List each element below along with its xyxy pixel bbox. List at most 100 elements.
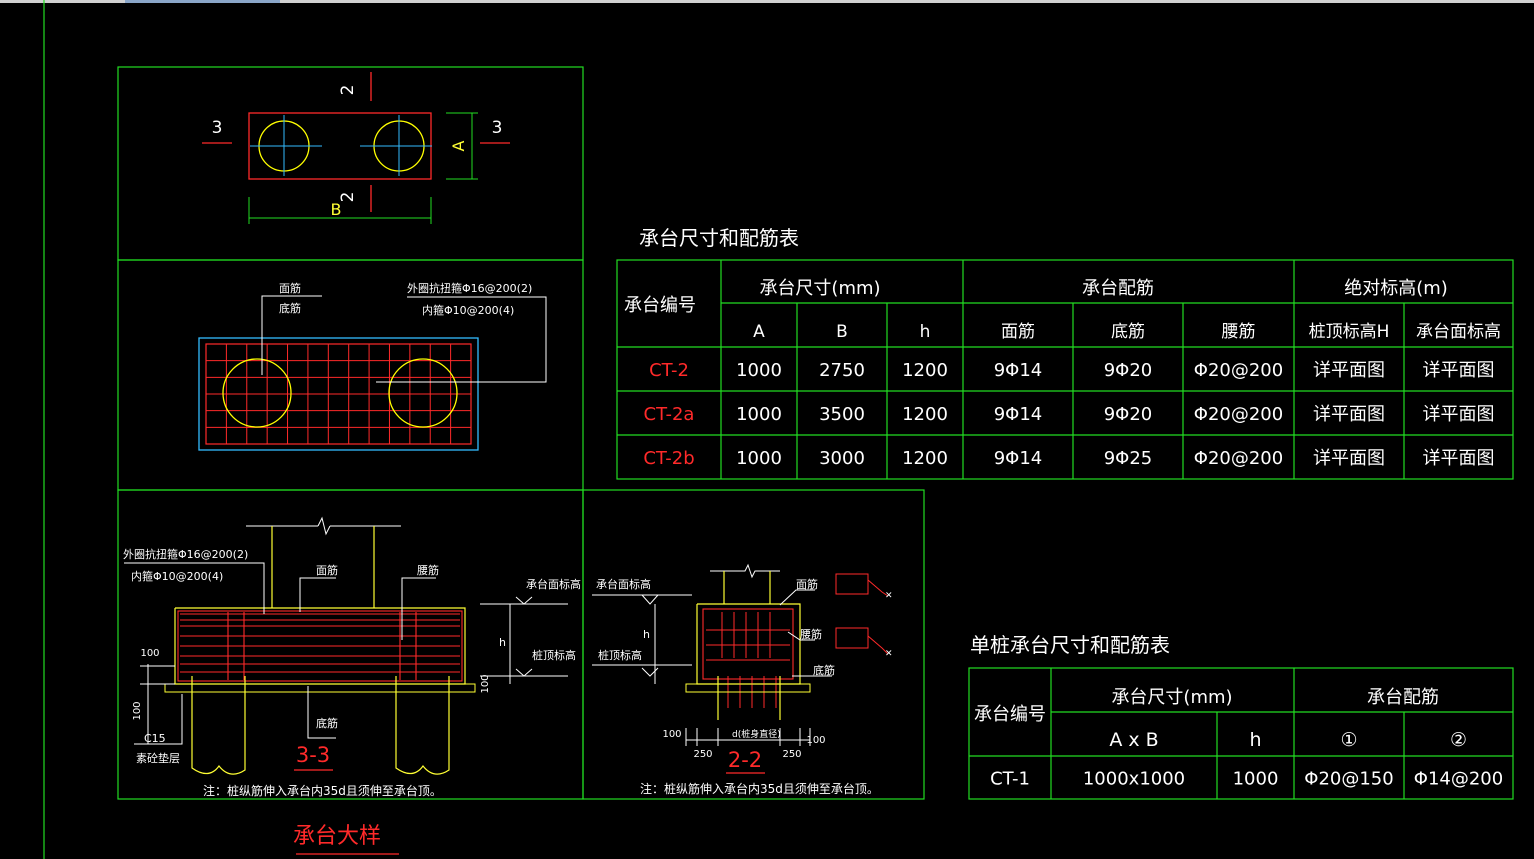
dim-100-right: 100: [480, 674, 491, 693]
dim-100-left-top: 100: [140, 648, 159, 659]
dim-pile-diameter: d(桩身直径): [732, 728, 781, 740]
table-grid: [968, 667, 1514, 800]
label-inner-stirrup: 内箍Φ10@200(4): [131, 569, 223, 583]
elev-mark-cap-top: [641, 594, 659, 605]
label-cap-top-elev: 承台面标高: [526, 577, 581, 591]
label-cushion: 素砼垫层: [136, 751, 180, 765]
table-cell: 3000: [819, 448, 865, 469]
table-cell: 9Φ14: [994, 360, 1043, 381]
pile-circle-left: [222, 358, 292, 428]
elev-mark-cap-top: [515, 596, 533, 605]
section-title-2-2: 2-2: [728, 748, 762, 772]
table-title: 承台尺寸和配筋表: [639, 226, 799, 250]
callout-hook-top: [867, 579, 889, 597]
label-outer-stirrup: 外圈抗扭箍Φ16@200(2): [123, 547, 248, 561]
pile-circle-right: [388, 358, 458, 428]
table-cell: 详平面图: [1423, 448, 1495, 469]
elev-mark-pile-top: [641, 667, 659, 677]
section-3-3: 外圈抗扭箍Φ16@200(2) 内箍Φ10@200(4) 面筋 腰筋 底筋 承台…: [123, 516, 581, 798]
rebar-plan-outline: [198, 337, 479, 451]
stirrup-outline: [702, 608, 794, 680]
header-cap-size: 承台尺寸(mm): [1111, 687, 1232, 708]
callout-mark-middle: ✕: [885, 649, 893, 659]
dim-250-left: 250: [693, 749, 712, 760]
table-cell: 9Φ14: [994, 448, 1043, 469]
table-cell: 9Φ20: [1104, 404, 1153, 425]
callout-mark-top: ✕: [885, 591, 893, 601]
sub-header-cell: A: [753, 322, 765, 342]
dimension-label-b: B: [331, 200, 342, 219]
section-3-3-frame: [117, 489, 584, 800]
break-symbol: [317, 516, 331, 536]
table-cell: 详平面图: [1313, 360, 1385, 381]
table-cell: 3500: [819, 404, 865, 425]
top-toolbar-edge: [0, 0, 1534, 3]
table-cell: 1000x1000: [1083, 769, 1185, 790]
dim-100-right: 100: [806, 735, 825, 746]
sub-header-cell: 承台面标高: [1416, 322, 1501, 342]
header-cap-id: 承台编号: [974, 704, 1046, 725]
label-h: h: [643, 628, 650, 641]
table-cell: 9Φ20: [1104, 360, 1153, 381]
leader-top-bar: [299, 577, 336, 612]
table-cell: 1000: [1233, 769, 1279, 790]
note-2-2: 注：桩纵筋伸入承台内35d且须伸至承台顶。: [640, 781, 879, 796]
table-title: 单桩承台尺寸和配筋表: [970, 633, 1170, 657]
leader-bottom-bar: [307, 686, 336, 739]
table-border: [616, 259, 1514, 480]
dim-100-left: 100: [662, 729, 681, 740]
table-cell: 1200: [902, 360, 948, 381]
cushion-layer: [685, 683, 811, 693]
sub-header-cell: 底筋: [1111, 322, 1145, 342]
header-cap-rebar: 承台配筋: [1367, 687, 1439, 708]
leader-stirrup: [124, 562, 265, 614]
header-elevation: 绝对标高(m): [1344, 278, 1448, 299]
callout-box-top: [835, 573, 869, 595]
top-tab-highlight: [125, 0, 280, 3]
label-pile-top-elev: 桩顶标高: [532, 648, 576, 662]
dim-250-right: 250: [782, 749, 801, 760]
detail-title: 承台大样: [293, 824, 381, 849]
table-cell: Φ20@200: [1194, 360, 1283, 381]
label-c15: C15: [144, 732, 166, 745]
sub-header-cell: ①: [1340, 729, 1357, 751]
label-cap-top-elev: 承台面标高: [596, 577, 651, 591]
leader-stirrup: [376, 296, 547, 383]
header-cap-rebar: 承台配筋: [1082, 278, 1154, 299]
leader-top-bar: [779, 589, 815, 606]
table-cell: 1000: [736, 448, 782, 469]
leader-top-bar: [261, 295, 322, 375]
plan-view: 3 3 2 2 B A: [202, 72, 510, 224]
callout-box-middle: [835, 627, 869, 649]
section-2-2-frame: [582, 489, 925, 800]
table-cell: Φ14@200: [1414, 769, 1503, 790]
label-top-bar: 面筋: [796, 577, 818, 591]
rebar-plan: 面筋 底筋 外圈抗扭箍Φ16@200(2) 内箍Φ10@200(4): [198, 281, 547, 451]
section-2-2: ✕ ✕ 面筋 腰筋 底筋 承台面标高 h 桩顶标高 100 250 d(桩身直径…: [592, 563, 893, 796]
table-cell: Φ20@200: [1194, 404, 1283, 425]
note-3-3: 注：桩纵筋伸入承台内35d且须伸至承台顶。: [203, 783, 442, 798]
cushion-layer: [164, 683, 476, 693]
sub-header-cell: ②: [1450, 729, 1467, 751]
cap-section-outline: [696, 603, 801, 685]
label-pile-top-elev: 桩顶标高: [598, 648, 642, 662]
sub-header-cell: 腰筋: [1222, 322, 1256, 342]
label-bottom-bar: 底筋: [316, 716, 338, 730]
stirrup-outline: [177, 610, 463, 682]
dim-100-left-bottom: 100: [132, 701, 143, 720]
dimension-label-a: A: [449, 140, 468, 151]
table-cell: 9Φ14: [994, 404, 1043, 425]
table-cell: 1000: [736, 404, 782, 425]
label-top-bar: 面筋: [316, 563, 338, 577]
table-cell: 详平面图: [1423, 360, 1495, 381]
table-cell: 1200: [902, 404, 948, 425]
cap-rebars: [177, 610, 463, 682]
sub-header-cell: 桩顶标高H: [1309, 322, 1390, 342]
label-waist-bar: 腰筋: [417, 563, 439, 577]
